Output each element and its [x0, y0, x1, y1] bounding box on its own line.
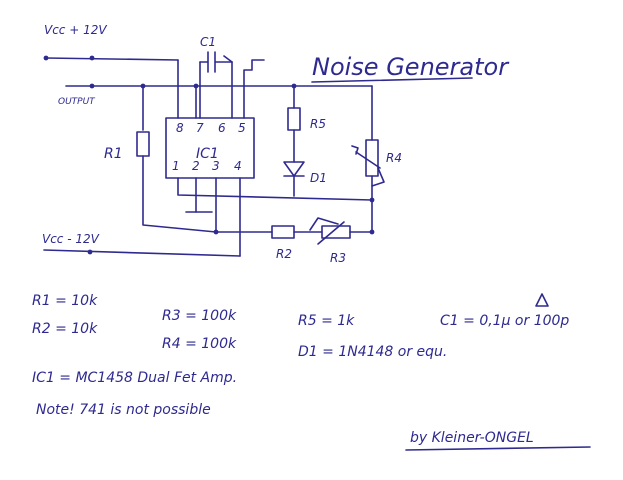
value-r3: R3 = 100k: [162, 308, 237, 324]
vcc-positive-label: Vcc + 12V: [44, 23, 107, 37]
ic1-pin-8: 8: [176, 121, 184, 135]
c1-delta-mark: [535, 293, 549, 307]
pin5-wire: [243, 59, 265, 119]
r1-label: R1: [104, 146, 123, 162]
diagram-title: Noise Generator: [312, 53, 510, 81]
output-label: OUTPUT: [58, 97, 96, 107]
r4-label: R4: [386, 151, 402, 165]
r5-label: R5: [310, 117, 326, 131]
ic1-label: IC1: [196, 146, 219, 162]
potentiometer-r4: R4: [351, 139, 402, 233]
ic1-chip: 8 7 6 5 IC1 1 2 3 4: [165, 117, 255, 179]
ic1-pin-1: 1: [172, 159, 180, 173]
ic1-pin-7: 7: [196, 121, 204, 135]
ic1-pin-3: 3: [212, 159, 220, 173]
c1-label: C1: [200, 35, 216, 49]
resistor-r2: R2: [215, 225, 323, 261]
ic1-pin-2: 2: [192, 159, 200, 173]
component-values: R1 = 10k R2 = 10k R3 = 100k R4 = 100k R5…: [32, 293, 569, 418]
value-r4: R4 = 100k: [162, 336, 237, 352]
signature-underline: [405, 446, 591, 451]
d1-label: D1: [310, 171, 327, 185]
value-c1: C1 = 0,1µ or 100p: [440, 313, 569, 329]
ic1-pin-4: 4: [234, 159, 242, 173]
vcc-negative-label: Vcc - 12V: [42, 232, 100, 246]
ic1-pin-6: 6: [218, 121, 226, 135]
author-signature: by Kleiner-ONGEL: [410, 430, 534, 446]
negative-rail: [43, 249, 241, 257]
r3-label: R3: [330, 251, 346, 265]
resistor-r5: R5: [287, 85, 326, 131]
positive-rail: [43, 55, 179, 119]
value-d1: D1 = 1N4148 or equ.: [298, 344, 447, 360]
potentiometer-r3: R3: [309, 217, 375, 265]
value-r1: R1 = 10k: [32, 293, 98, 309]
resistor-r1: R1: [104, 131, 217, 233]
diode-d1: D1: [283, 129, 327, 197]
value-ic1: IC1 = MC1458 Dual Fet Amp.: [32, 370, 237, 386]
r2-label: R2: [276, 247, 292, 261]
value-r2: R2 = 10k: [32, 321, 98, 337]
ic1-lower-wiring: [177, 177, 375, 257]
note-text: Note! 741 is not possible: [36, 402, 211, 418]
capacitor-c1: C1: [199, 35, 233, 119]
ic1-pin-5: 5: [238, 121, 246, 135]
value-r5: R5 = 1k: [298, 313, 355, 329]
title-underline: [311, 77, 473, 83]
